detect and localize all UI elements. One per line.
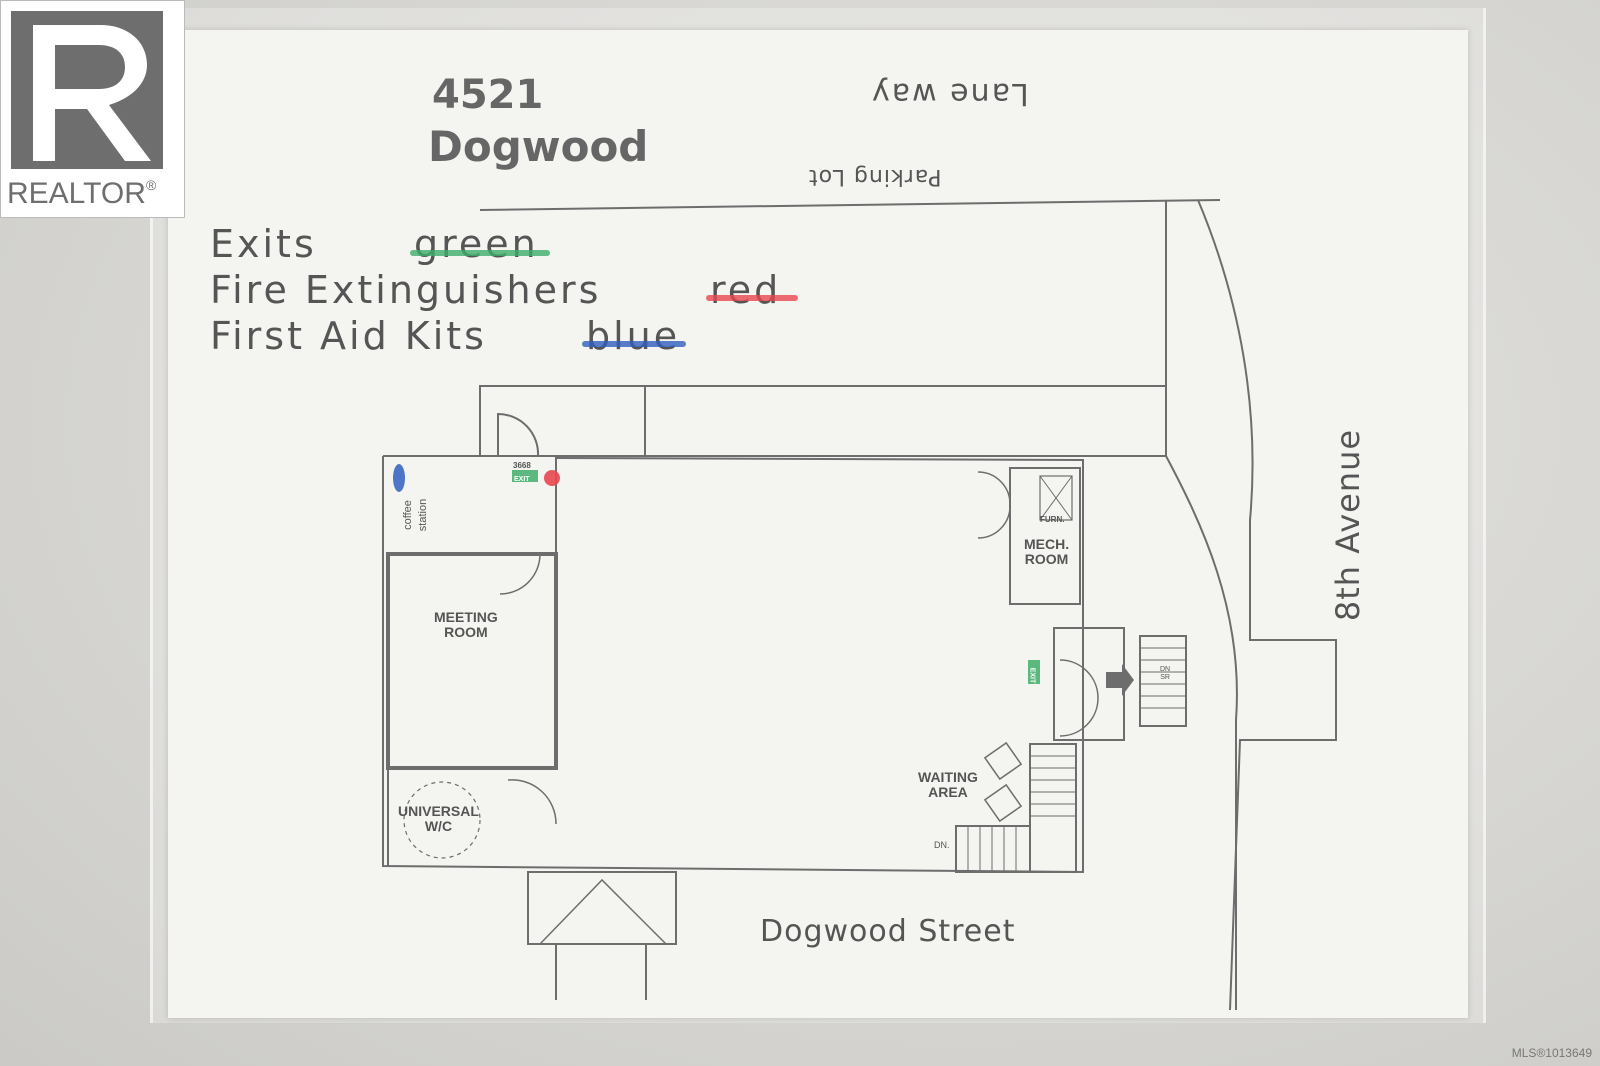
legend-fire-extinguishers: Fire Extinguishers xyxy=(210,268,602,312)
furnace-label: FURN. xyxy=(1040,515,1065,524)
realtor-logo: REALTOR® xyxy=(0,0,185,218)
room-meeting: MEETING ROOM xyxy=(434,609,498,640)
exterior-stair-label: DN SR xyxy=(1160,666,1171,681)
street-dogwood: Dogwood Street xyxy=(760,914,1016,949)
legend-exits-color: green xyxy=(414,222,539,266)
realtor-word: REALTOR® xyxy=(7,177,157,210)
exit-sign-top: EXIT xyxy=(514,476,530,483)
address-number: 4521 xyxy=(432,72,544,118)
room-universal-wc: UNIVERSAL W/C xyxy=(398,803,479,834)
legend-fire-swatch xyxy=(706,295,798,301)
door-code: 3668 xyxy=(513,461,531,470)
mls-number: MLS®1013649 xyxy=(1511,1046,1592,1060)
interior-stair-down: DN. xyxy=(934,840,950,850)
floor-plan-paper xyxy=(168,30,1468,1018)
room-waiting: WAITING AREA xyxy=(918,769,978,800)
address-name: Dogwood xyxy=(428,122,649,171)
legend-first-aid-swatch xyxy=(582,341,686,347)
coffee-station: coffee station xyxy=(402,498,430,532)
legend-exits-swatch xyxy=(410,250,550,256)
legend-exits: Exits xyxy=(210,222,317,266)
legend-fire-color: red xyxy=(710,268,782,312)
room-mech: MECH. ROOM xyxy=(1024,536,1070,567)
exit-sign-right: EXIT xyxy=(1028,667,1036,684)
legend-first-aid-color: blue xyxy=(586,314,681,358)
realtor-r-mark xyxy=(11,11,163,169)
street-8th-avenue: 8th Avenue xyxy=(1329,428,1368,622)
legend-first-aid-kits: First Aid Kits xyxy=(210,314,487,358)
